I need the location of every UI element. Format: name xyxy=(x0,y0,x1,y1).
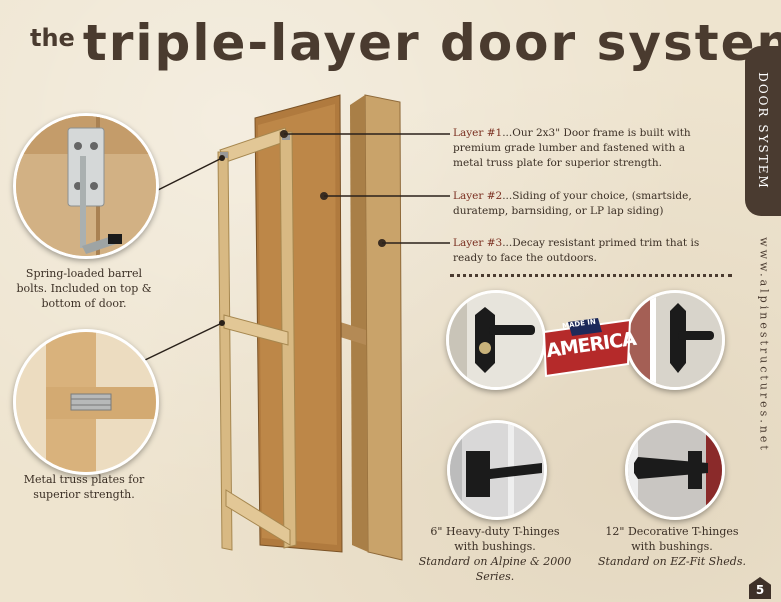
layer-1-text: ...Our 2x3" Door frame is built with pre… xyxy=(453,127,691,169)
barrel-bolt-caption: Spring-loaded barrel bolts. Included on … xyxy=(16,267,152,310)
decorative-hinge-line2: with bushings. xyxy=(631,540,713,553)
heavy-duty-hinge-line1: 6" Heavy-duty T-hinges xyxy=(430,525,560,538)
heavy-duty-hinge-line2: with bushings. xyxy=(454,540,536,553)
layer-3-label: Layer #3 xyxy=(453,237,503,249)
barrel-bolt-photo xyxy=(13,113,159,259)
made-in-america-badge xyxy=(542,318,632,378)
decorative-hinge-caption: 12" Decorative T-hinges with bushings. S… xyxy=(594,524,750,569)
layer-1-description: Layer #1...Our 2x3" Door frame is built … xyxy=(453,126,718,171)
decorative-hinge-line1: 12" Decorative T-hinges xyxy=(605,525,739,538)
page-number: 5 xyxy=(749,577,771,599)
truss-plate-photo xyxy=(13,329,159,475)
layer-3-description: Layer #3...Decay resistant primed trim t… xyxy=(453,236,718,266)
heavy-duty-hinge-photo xyxy=(447,420,547,520)
heavy-duty-hinge-caption: 6" Heavy-duty T-hinges with bushings. St… xyxy=(410,524,580,584)
decorative-hinge-photo xyxy=(625,420,725,520)
layer-2-label: Layer #2 xyxy=(453,190,503,202)
section-tab: DOOR SYSTEM xyxy=(745,46,781,216)
lock-photo-right xyxy=(625,290,725,390)
decorative-hinge-line3: Standard on EZ-Fit Sheds. xyxy=(598,555,746,568)
layer-1-label: Layer #1 xyxy=(453,127,503,139)
lock-photo-left xyxy=(446,290,546,390)
section-divider xyxy=(450,274,732,277)
layer-3-text: ...Decay resistant primed trim that is r… xyxy=(453,237,700,264)
heavy-duty-hinge-line3: Standard on Alpine & 2000 Series. xyxy=(418,555,572,583)
truss-plate-caption: Metal truss plates for superior strength… xyxy=(23,473,145,501)
layer-2-description: Layer #2...Siding of your choice, (smart… xyxy=(453,189,718,219)
title-main: triple-layer door system xyxy=(82,14,781,72)
door-illustration xyxy=(217,94,403,561)
layer-2-text: ...Siding of your choice, (smartside, du… xyxy=(453,190,692,217)
title-prefix: the xyxy=(30,24,75,52)
